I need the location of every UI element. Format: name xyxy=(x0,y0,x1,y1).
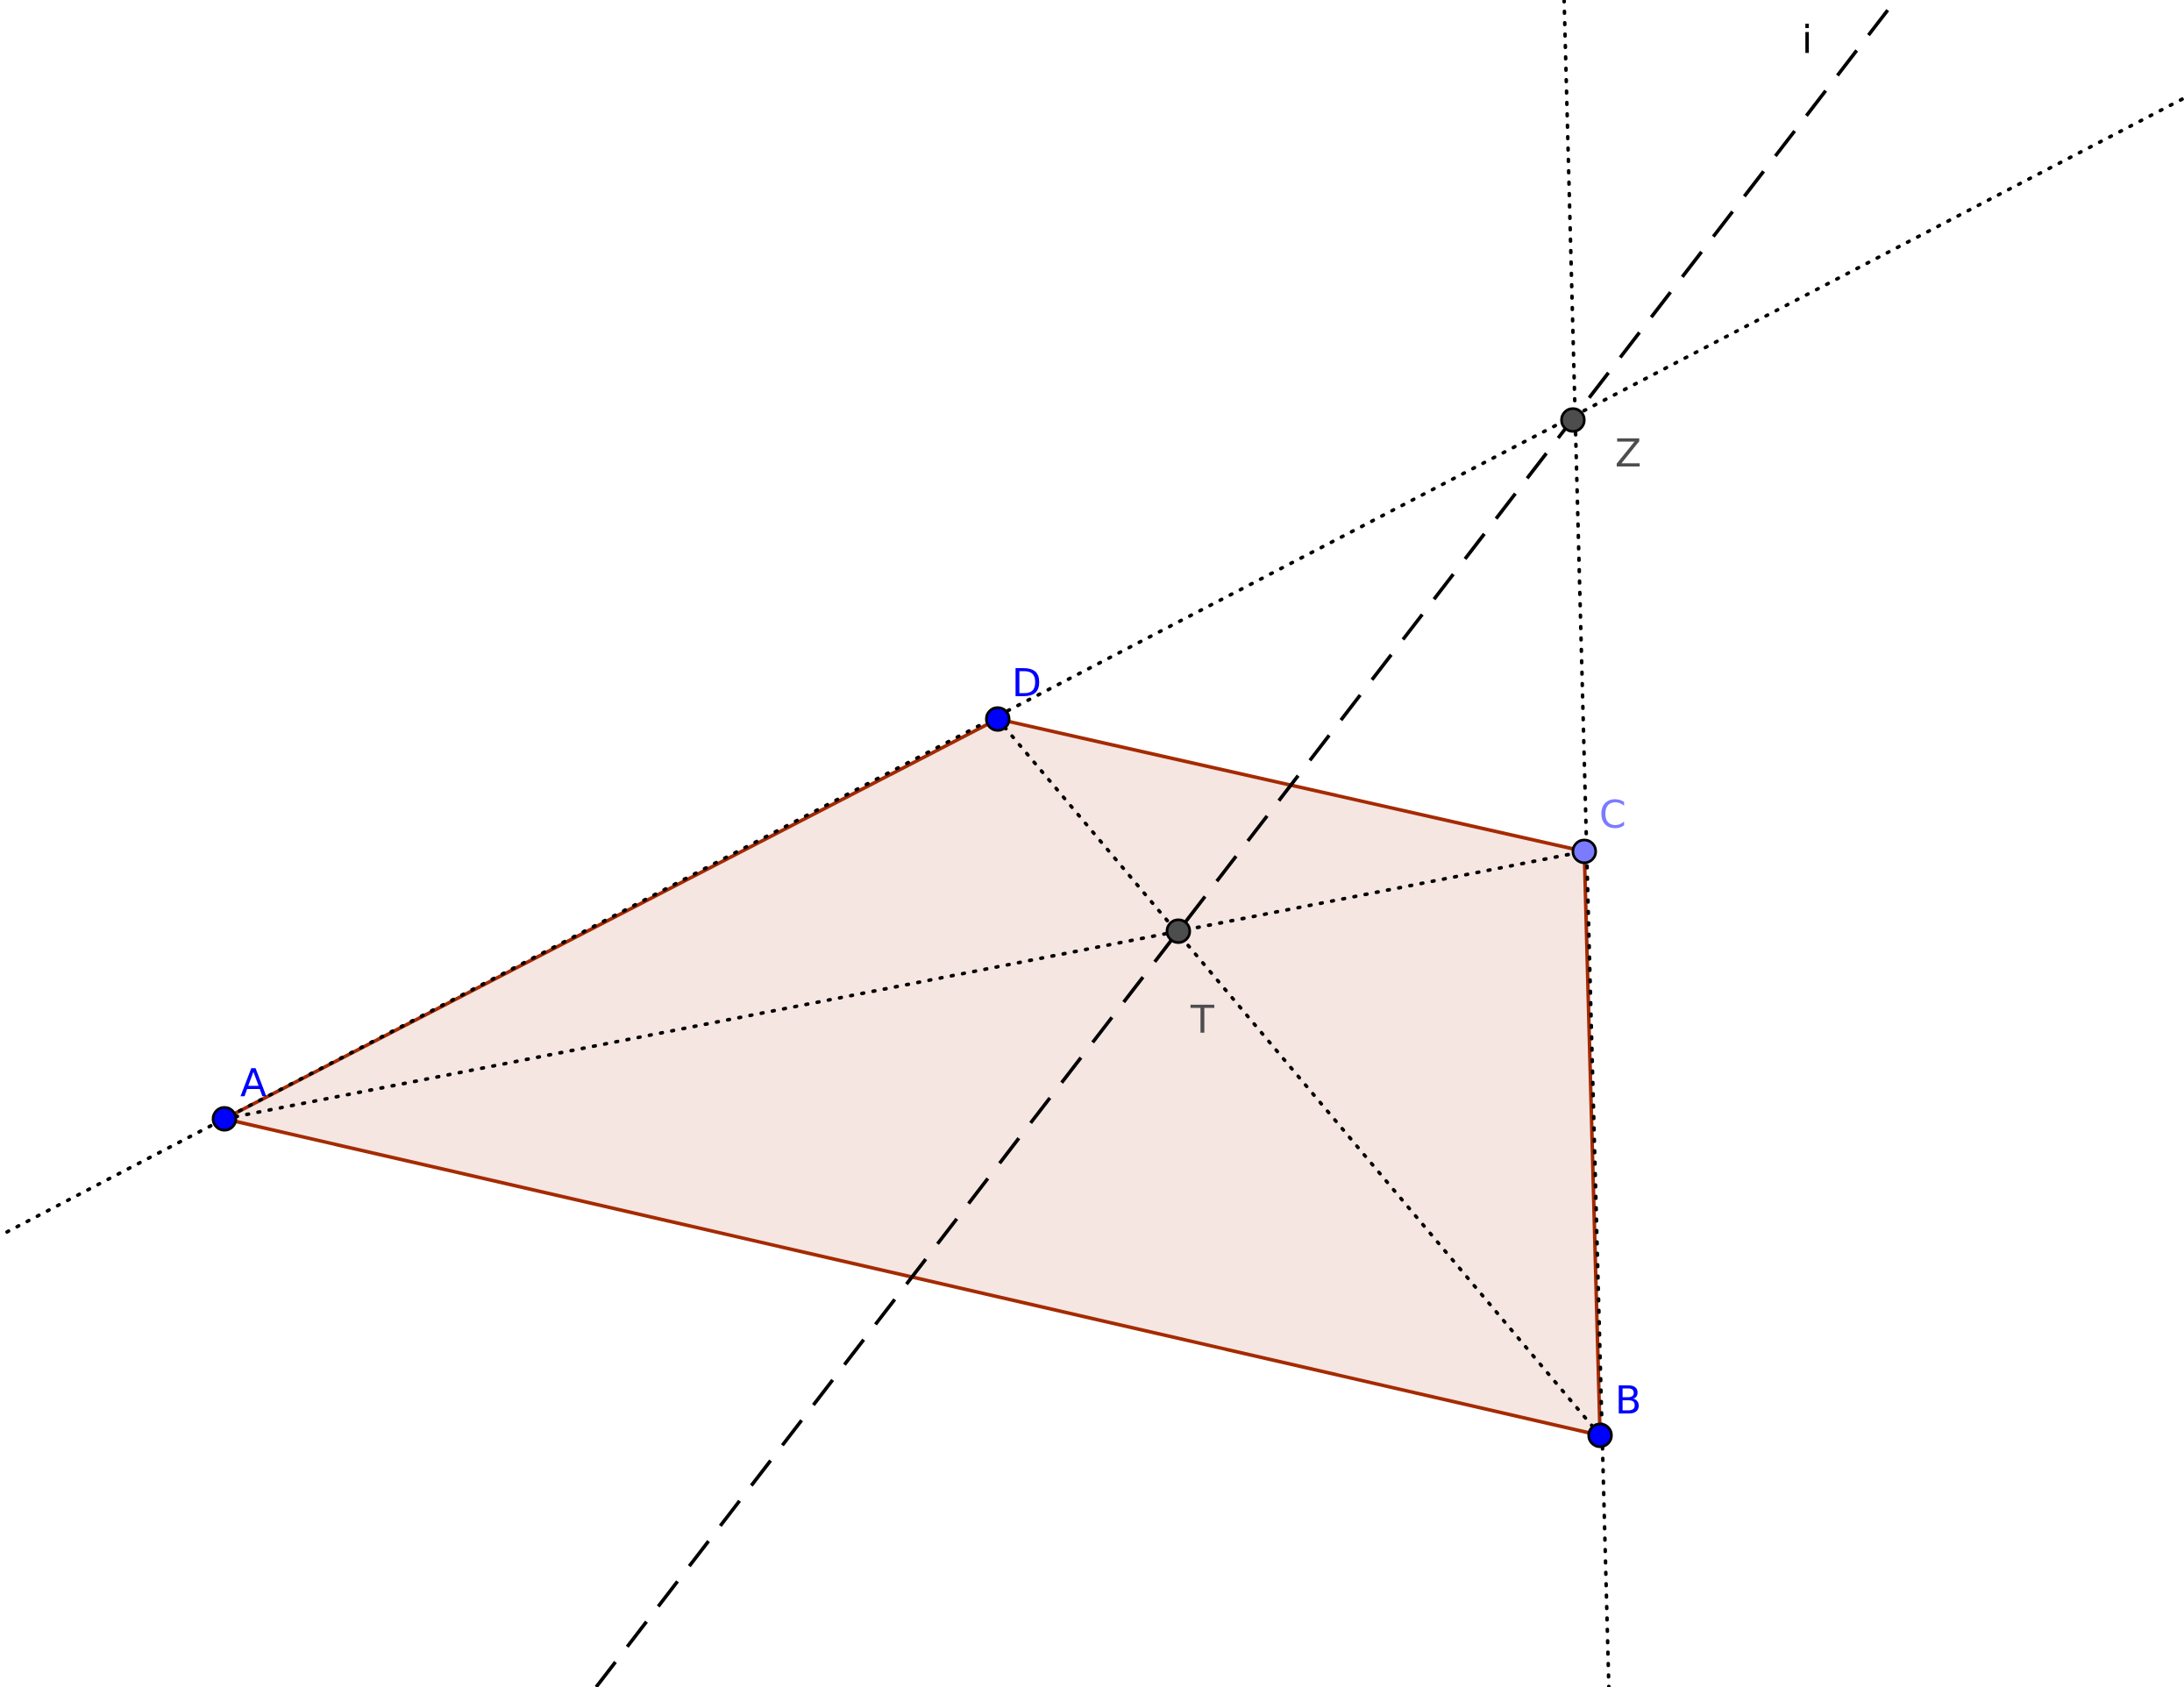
point-T[interactable] xyxy=(1165,918,1192,944)
label-B: B xyxy=(1615,1378,1641,1423)
quadrilateral-ABCD xyxy=(223,717,1602,1437)
label-C: C xyxy=(1599,793,1626,837)
line-i-label: i xyxy=(1802,18,1812,62)
point-D[interactable] xyxy=(985,706,1011,732)
point-B[interactable] xyxy=(1587,1422,1613,1449)
point-Z[interactable] xyxy=(1560,407,1586,433)
label-T: T xyxy=(1190,998,1214,1043)
label-A: A xyxy=(240,1061,267,1106)
diagonal-AC xyxy=(223,850,1586,1121)
line-AD xyxy=(5,96,2184,1234)
label-Z: Z xyxy=(1615,431,1641,476)
point-A[interactable] xyxy=(211,1106,238,1132)
point-C[interactable] xyxy=(1571,838,1597,865)
diagonal-BD xyxy=(996,717,1602,1437)
label-D: D xyxy=(1012,661,1042,706)
